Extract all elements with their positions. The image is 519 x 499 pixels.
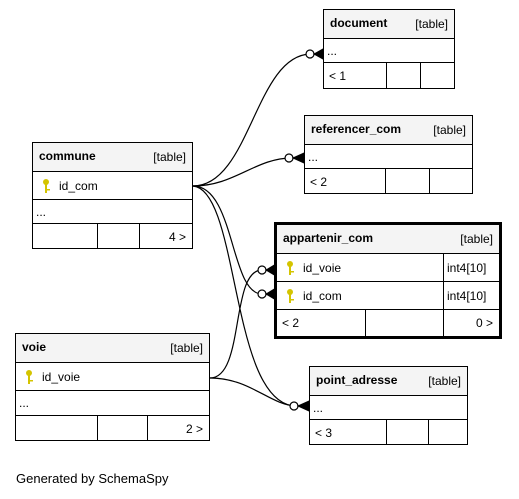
table-kind: [table] (433, 123, 466, 137)
edge-commune-document (192, 53, 311, 187)
stats-row: 4 > (33, 223, 192, 248)
table-kind: [table] (428, 374, 461, 388)
column-ellipsis: ... (327, 44, 338, 58)
key-icon (287, 289, 294, 303)
table-name: point_adresse (316, 373, 398, 387)
edge-commune-referencer_com (192, 157, 293, 187)
table-name: referencer_com (311, 122, 402, 136)
stat-parents (33, 224, 97, 248)
key-icon (43, 179, 50, 193)
edge-voie-appartenir_com (209, 269, 263, 379)
optional-marker (305, 49, 315, 59)
stat-children: 0 > (443, 310, 499, 336)
stat-columns (97, 416, 147, 440)
generated-by-footer: Generated by SchemaSpy (16, 471, 169, 486)
stat-parents (16, 416, 97, 440)
stat-parents: < 2 (310, 175, 328, 189)
stat-columns (97, 224, 139, 248)
table-name: commune (39, 149, 96, 163)
table-header: referencer_com [table] (305, 116, 472, 144)
table-header: document [table] (324, 10, 454, 38)
table-name: document (330, 16, 388, 30)
table-kind: [table] (460, 232, 493, 246)
column-ellipsis: ... (313, 401, 324, 415)
key-icon (287, 261, 294, 275)
column-row: id_com int4[10] (277, 281, 499, 309)
stat-children (429, 169, 472, 193)
table-referencer_com[interactable]: referencer_com [table] ... < 2 (304, 115, 473, 194)
table-kind: [table] (153, 150, 186, 164)
stat-children: 4 > (139, 224, 192, 248)
table-commune[interactable]: commune [table] id_com ... 4 > (32, 142, 193, 249)
column-ellipsis: ... (36, 205, 47, 219)
table-appartenir_com[interactable]: appartenir_com [table] id_voie int4[10] … (274, 222, 502, 339)
edge-commune-point_adresse (192, 185, 297, 407)
crowfoot-marker (291, 152, 305, 164)
column-row: ... (310, 395, 467, 419)
stats-row: < 3 (310, 419, 467, 444)
crowfoot-marker (296, 400, 310, 412)
stat-parents: < 2 (282, 316, 300, 330)
column-ellipsis: ... (19, 396, 30, 410)
stat-columns (386, 420, 428, 444)
table-name: voie (22, 340, 47, 354)
stat-children: 2 > (147, 416, 209, 440)
key-icon (26, 370, 33, 384)
stat-columns (365, 310, 443, 336)
stat-children (428, 420, 467, 444)
table-header: point_adresse [table] (310, 367, 467, 395)
table-document[interactable]: document [table] ... < 1 (323, 9, 455, 89)
table-kind: [table] (170, 341, 203, 355)
column-ellipsis: ... (308, 150, 319, 164)
table-kind: [table] (415, 17, 448, 31)
column-type: int4[10] (443, 282, 499, 309)
stat-parents: < 1 (329, 69, 347, 83)
column-row: id_com (33, 171, 192, 199)
column-id_com: id_com (303, 289, 342, 303)
stats-row: 2 > (16, 415, 209, 440)
table-header: appartenir_com [table] (277, 225, 499, 253)
column-row: ... (305, 144, 472, 168)
column-type: int4[10] (443, 254, 499, 281)
column-row: id_voie int4[10] (277, 253, 499, 281)
column-id_com: id_com (59, 179, 98, 193)
column-row: ... (324, 38, 454, 62)
crowfoot-marker (312, 48, 324, 60)
stats-row: < 1 (324, 62, 454, 88)
table-voie[interactable]: voie [table] id_voie ... 2 > (15, 333, 210, 441)
table-name: appartenir_com (283, 231, 374, 245)
optional-marker (257, 289, 267, 299)
optional-marker (257, 265, 267, 275)
table-header: voie [table] (16, 334, 209, 362)
stats-row: < 2 0 > (277, 309, 499, 336)
stats-row: < 2 (305, 168, 472, 193)
column-id_voie: id_voie (303, 261, 342, 275)
stat-children (420, 63, 454, 88)
column-row: ... (33, 199, 192, 223)
table-header: commune [table] (33, 143, 192, 171)
stat-parents: < 3 (315, 426, 333, 440)
edge-commune-appartenir_com (192, 185, 263, 295)
stat-columns (385, 169, 429, 193)
column-row: ... (16, 390, 209, 415)
column-row: id_voie (16, 362, 209, 390)
table-point_adresse[interactable]: point_adresse [table] ... < 3 (309, 366, 468, 445)
edge-voie-point_adresse (209, 377, 297, 407)
stat-columns (386, 63, 420, 88)
column-id_voie: id_voie (42, 370, 81, 384)
